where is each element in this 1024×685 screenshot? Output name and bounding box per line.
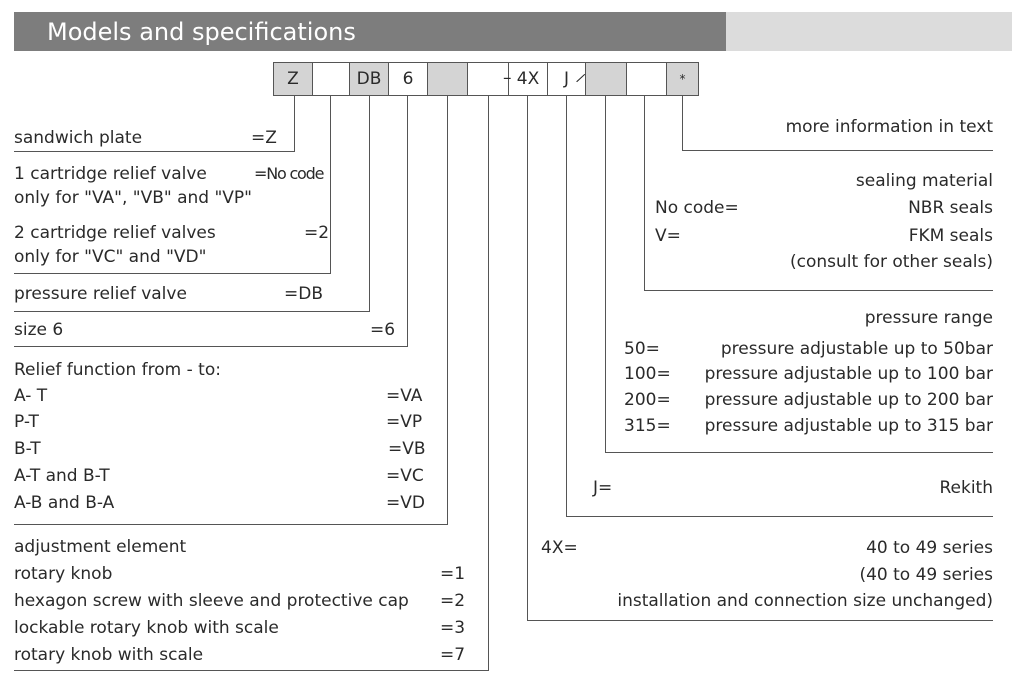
connector-seal-horizontal [644, 290, 993, 291]
connector-function-horizontal [14, 524, 448, 525]
connector-series-horizontal [527, 620, 993, 621]
connector-info-horizontal [682, 150, 993, 151]
sealing-code-fkm: V= [655, 226, 681, 246]
two-cartridge-note: only for "VC" and "VD" [14, 247, 207, 267]
sealing-title: sealing material [855, 171, 993, 191]
connector-j-horizontal [566, 516, 993, 517]
relief-function-label-vd: A-B and B-A [14, 493, 115, 513]
pressure-code-315: 315= [624, 416, 671, 436]
sealing-code-nbr: No code= [655, 198, 739, 218]
dash-separator: – [503, 68, 512, 88]
connector-function-vertical [447, 96, 448, 524]
code-box-pressure [585, 62, 626, 96]
connector-info-vertical [682, 96, 683, 150]
sandwich-code: =Z [251, 128, 277, 148]
sealing-label-fkm: FKM seals [908, 226, 993, 246]
adjustment-code-2: =2 [440, 591, 466, 611]
adjustment-code-1: =1 [440, 564, 466, 584]
adjustment-label-1: rotary knob [14, 564, 113, 584]
code-box-size: 6 [388, 62, 427, 96]
relief-function-code-vp: =VP [386, 412, 423, 432]
adjustment-label-3: lockable rotary knob with scale [14, 618, 279, 638]
one-cartridge-label: 1 cartridge relief valve [14, 164, 207, 184]
connector-cartridge-horizontal [14, 273, 331, 274]
connector-db-horizontal [14, 311, 370, 312]
code-box-db: DB [349, 62, 388, 96]
connector-adjustment-vertical [488, 96, 489, 670]
connector-z-vertical [294, 96, 295, 151]
rekith-code: J= [593, 478, 613, 498]
two-cartridge-code: =2 [304, 223, 330, 243]
code-box-cartridge [312, 62, 349, 96]
page-title: Models and specifications [47, 18, 356, 46]
connector-db-vertical [369, 96, 370, 311]
pressure-label-200: pressure adjustable up to 200 bar [704, 390, 993, 410]
pressure-label-100: pressure adjustable up to 100 bar [704, 364, 993, 384]
pressure-relief-label: pressure relief valve [14, 284, 187, 304]
connector-size-vertical [407, 96, 408, 346]
header-dark-band [14, 12, 726, 51]
code-box-asterisk: * [666, 62, 699, 96]
pressure-code-100: 100= [624, 364, 671, 384]
series-code: 4X= [541, 538, 578, 558]
relief-function-label-va: A- T [14, 386, 48, 406]
connector-cartridge-vertical [330, 96, 331, 273]
sealing-label-nbr: NBR seals [908, 198, 993, 218]
code-box-j: J [547, 62, 585, 96]
connector-z-horizontal [14, 151, 295, 152]
sealing-note: (consult for other seals) [790, 252, 993, 272]
code-box-adjustment [467, 62, 508, 96]
relief-function-title: Relief function from - to: [14, 360, 221, 380]
connector-adjustment-horizontal [14, 670, 489, 671]
size-label: size 6 [14, 320, 64, 340]
connector-size-horizontal [14, 346, 408, 347]
code-box-series: 4X [508, 62, 547, 96]
relief-function-code-vb: =VB [388, 439, 426, 459]
connector-pressure-vertical [605, 96, 606, 452]
connector-pressure-horizontal [605, 452, 993, 453]
connector-j-vertical [566, 96, 567, 516]
code-box-relief-function [427, 62, 467, 96]
size-code: =6 [370, 320, 396, 340]
connector-seal-vertical [644, 96, 645, 290]
adjustment-label-2: hexagon screw with sleeve and protective… [14, 591, 409, 611]
adjustment-title: adjustment element [14, 537, 187, 557]
series-line-2: (40 to 49 series [859, 565, 993, 585]
relief-function-code-vc: =VC [386, 466, 424, 486]
connector-series-vertical [527, 96, 528, 620]
adjustment-code-7: =7 [440, 645, 466, 665]
series-line-3: installation and connection size unchang… [617, 591, 993, 611]
relief-function-label-vc: A-T and B-T [14, 466, 110, 486]
one-cartridge-note: only for "VA", "VB" and "VP" [14, 188, 252, 208]
more-info-text: more information in text [785, 117, 993, 137]
pressure-label-315: pressure adjustable up to 315 bar [704, 416, 993, 436]
sandwich-label: sandwich plate [14, 128, 143, 148]
code-box-seal [626, 62, 666, 96]
pressure-relief-code: =DB [284, 284, 323, 304]
rekith-label: Rekith [939, 478, 993, 498]
relief-function-code-va: =VA [386, 386, 423, 406]
series-line-1: 40 to 49 series [866, 538, 993, 558]
adjustment-label-7: rotary knob with scale [14, 645, 204, 665]
relief-function-label-vb: B-T [14, 439, 41, 459]
one-cartridge-code: =No code [254, 164, 324, 183]
relief-function-label-vp: P-T [14, 412, 39, 432]
two-cartridge-label: 2 cartridge relief valves [14, 223, 216, 243]
relief-function-code-vd: =VD [386, 493, 425, 513]
pressure-label-50: pressure adjustable up to 50bar [720, 339, 993, 359]
pressure-code-200: 200= [624, 390, 671, 410]
pressure-code-50: 50= [624, 339, 660, 359]
pressure-range-title: pressure range [864, 308, 993, 328]
code-box-z: Z [273, 62, 312, 96]
adjustment-code-3: =3 [440, 618, 466, 638]
